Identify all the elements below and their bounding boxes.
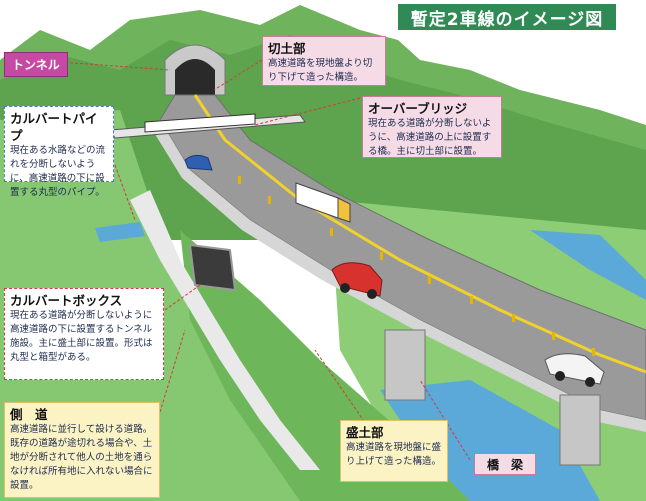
diagram-title: 暫定2車線のイメージ図 xyxy=(398,4,616,30)
tunnel-label: トンネル xyxy=(4,52,68,77)
callout-morido-body: 高速道路を現地盤に盛り上げて造った構造。 xyxy=(346,441,442,469)
callout-sokudo-body: 高速道路に並行して設ける道路。既存の道路が途切れる場合や、土地が分断されて他人の… xyxy=(10,423,154,493)
bridge-label: 橋 梁 xyxy=(474,453,536,475)
callout-sokudo-title: 側 道 xyxy=(10,406,154,423)
callout-culvert-pipe-title: カルバートパイプ xyxy=(10,110,108,144)
callout-kirido-title: 切土部 xyxy=(268,40,380,57)
culvert-box xyxy=(190,245,235,290)
tunnel-opening xyxy=(175,59,215,95)
callout-overbridge-title: オーバーブリッジ xyxy=(368,100,496,117)
callout-culvert-box-title: カルバートボックス xyxy=(10,292,158,309)
callout-kirido-body: 高速道路を現地盤より切り下げて造った構造。 xyxy=(268,57,380,85)
callout-overbridge: オーバーブリッジ 現在ある道路が分断しないように、高速道路の上に設置する橋。主に… xyxy=(362,96,502,158)
callout-morido: 盛土部 高速道路を現地盤に盛り上げて造った構造。 xyxy=(340,420,448,482)
callout-overbridge-body: 現在ある道路が分断しないように、高速道路の上に設置する橋。主に切土部に設置。 xyxy=(368,117,496,159)
callout-sokudo: 側 道 高速道路に並行して設ける道路。既存の道路が途切れる場合や、土地が分断され… xyxy=(4,402,160,498)
callout-culvert-pipe: カルバートパイプ 現在ある水路などの流れを分断しないように、高速道路の下に設置す… xyxy=(4,106,114,182)
callout-culvert-box-body: 現在ある道路が分断しないように高速道路の下に設置するトンネル施設。主に盛土部に設… xyxy=(10,309,158,365)
blue-car xyxy=(185,155,212,170)
callout-culvert-box: カルバートボックス 現在ある道路が分断しないように高速道路の下に設置するトンネル… xyxy=(4,288,164,380)
callout-kirido: 切土部 高速道路を現地盤より切り下げて造った構造。 xyxy=(262,36,386,86)
callout-culvert-pipe-body: 現在ある水路などの流れを分断しないように、高速道路の下に設置する丸型のパイプ。 xyxy=(10,144,108,200)
callout-morido-title: 盛土部 xyxy=(346,424,442,441)
